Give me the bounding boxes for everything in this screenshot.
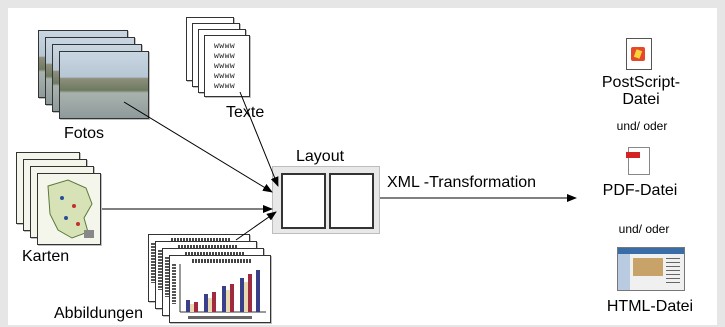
chart-card-front <box>169 255 271 323</box>
chart-thumbnail <box>179 264 266 319</box>
map-shape <box>47 179 94 239</box>
html-page-icon <box>617 247 685 291</box>
photos-label: Fotos <box>64 125 105 142</box>
texts-label: Texte <box>226 104 265 121</box>
text-line: wwww <box>214 72 236 81</box>
text-card-front: wwww wwww wwww wwww wwww <box>204 35 250 97</box>
maps-label: Karten <box>22 248 70 265</box>
layout-label: Layout <box>296 148 345 165</box>
postscript-file-icon <box>626 38 652 70</box>
pdf-file-icon <box>626 147 650 175</box>
text-line: wwww <box>214 62 236 71</box>
text-line: wwww <box>214 82 236 91</box>
layout-page-right <box>329 173 374 229</box>
connector-label-1: und/ oder <box>616 119 668 133</box>
transformation-label: XML -Transformation <box>387 174 537 191</box>
postscript-label-line1: PostScript- <box>601 74 681 91</box>
map-card-front <box>37 173 101 245</box>
text-line: wwww <box>214 42 236 51</box>
pdf-label: PDF-Datei <box>602 182 678 199</box>
figures-label: Abbildungen <box>54 305 143 322</box>
arrow-figures-to-layout <box>235 211 277 241</box>
arrow-texts-to-layout <box>239 91 279 187</box>
layout-box <box>272 166 380 234</box>
postscript-label-line2: Datei <box>622 91 660 108</box>
layout-page-left <box>281 173 326 229</box>
html-label: HTML-Datei <box>606 298 694 315</box>
arrow-photos-to-layout <box>123 101 273 193</box>
text-line: wwww <box>214 52 236 61</box>
connector-label-2: und/ oder <box>618 222 670 236</box>
